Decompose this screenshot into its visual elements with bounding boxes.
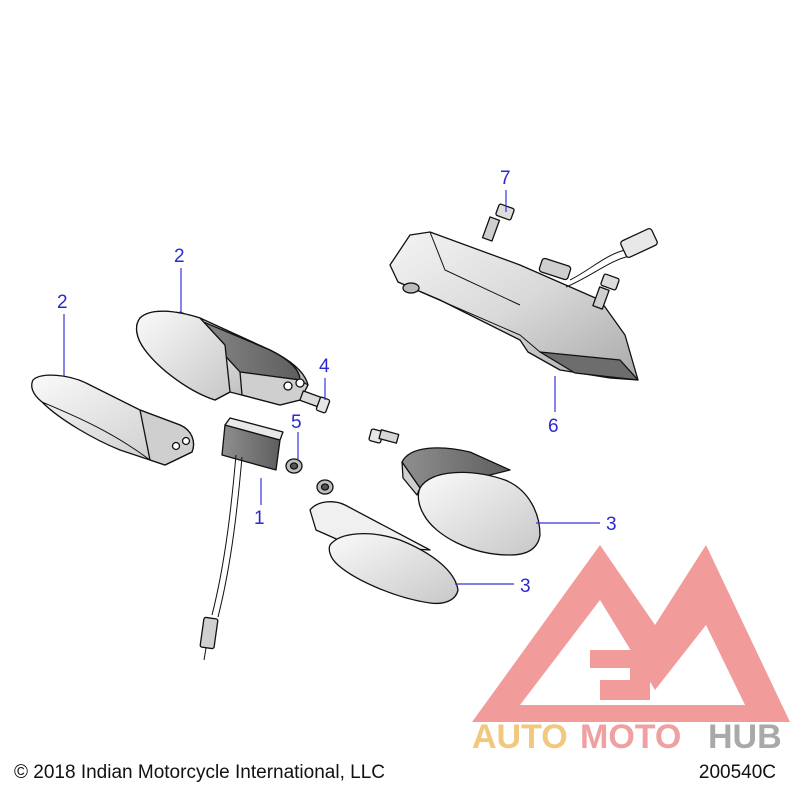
watermark-wordmark: AUTO MOTO HUB (472, 718, 782, 756)
callout-labels: 1 2 2 3 3 4 5 6 7 (57, 168, 617, 597)
callout-2-left: 2 (57, 292, 68, 313)
callout-7: 7 (500, 168, 511, 189)
part-turn-signal-rear-lower (309, 501, 459, 605)
callout-6: 6 (548, 416, 559, 437)
watermark-hub: HUB (708, 718, 782, 756)
callout-1: 1 (254, 508, 265, 529)
part-turn-signal-front-upper (135, 310, 309, 406)
leader-lines (63, 190, 600, 585)
watermark-moto: MOTO (580, 718, 681, 756)
callout-5: 5 (291, 412, 302, 433)
drawing-number: 200540C (698, 762, 776, 783)
part-tail-light-housing (389, 227, 658, 381)
callout-4: 4 (319, 356, 330, 377)
copyright-text: © 2018 Indian Motorcycle International, … (14, 762, 385, 783)
part-screw-upper (481, 203, 515, 242)
part-screw-lower (592, 273, 620, 310)
callout-2-upper: 2 (174, 246, 185, 267)
part-nut-5 (285, 458, 303, 474)
callout-3-lower: 3 (520, 576, 531, 597)
part-turn-signal-front-lower (31, 374, 195, 466)
part-turn-signal-rear-upper (401, 447, 541, 556)
part-nut-loose (316, 479, 334, 495)
part-screw-mid (368, 428, 400, 444)
callout-3-upper: 3 (606, 514, 617, 535)
watermark-logo (472, 545, 790, 722)
part-license-light (199, 417, 284, 661)
watermark-auto: AUTO (472, 718, 568, 756)
